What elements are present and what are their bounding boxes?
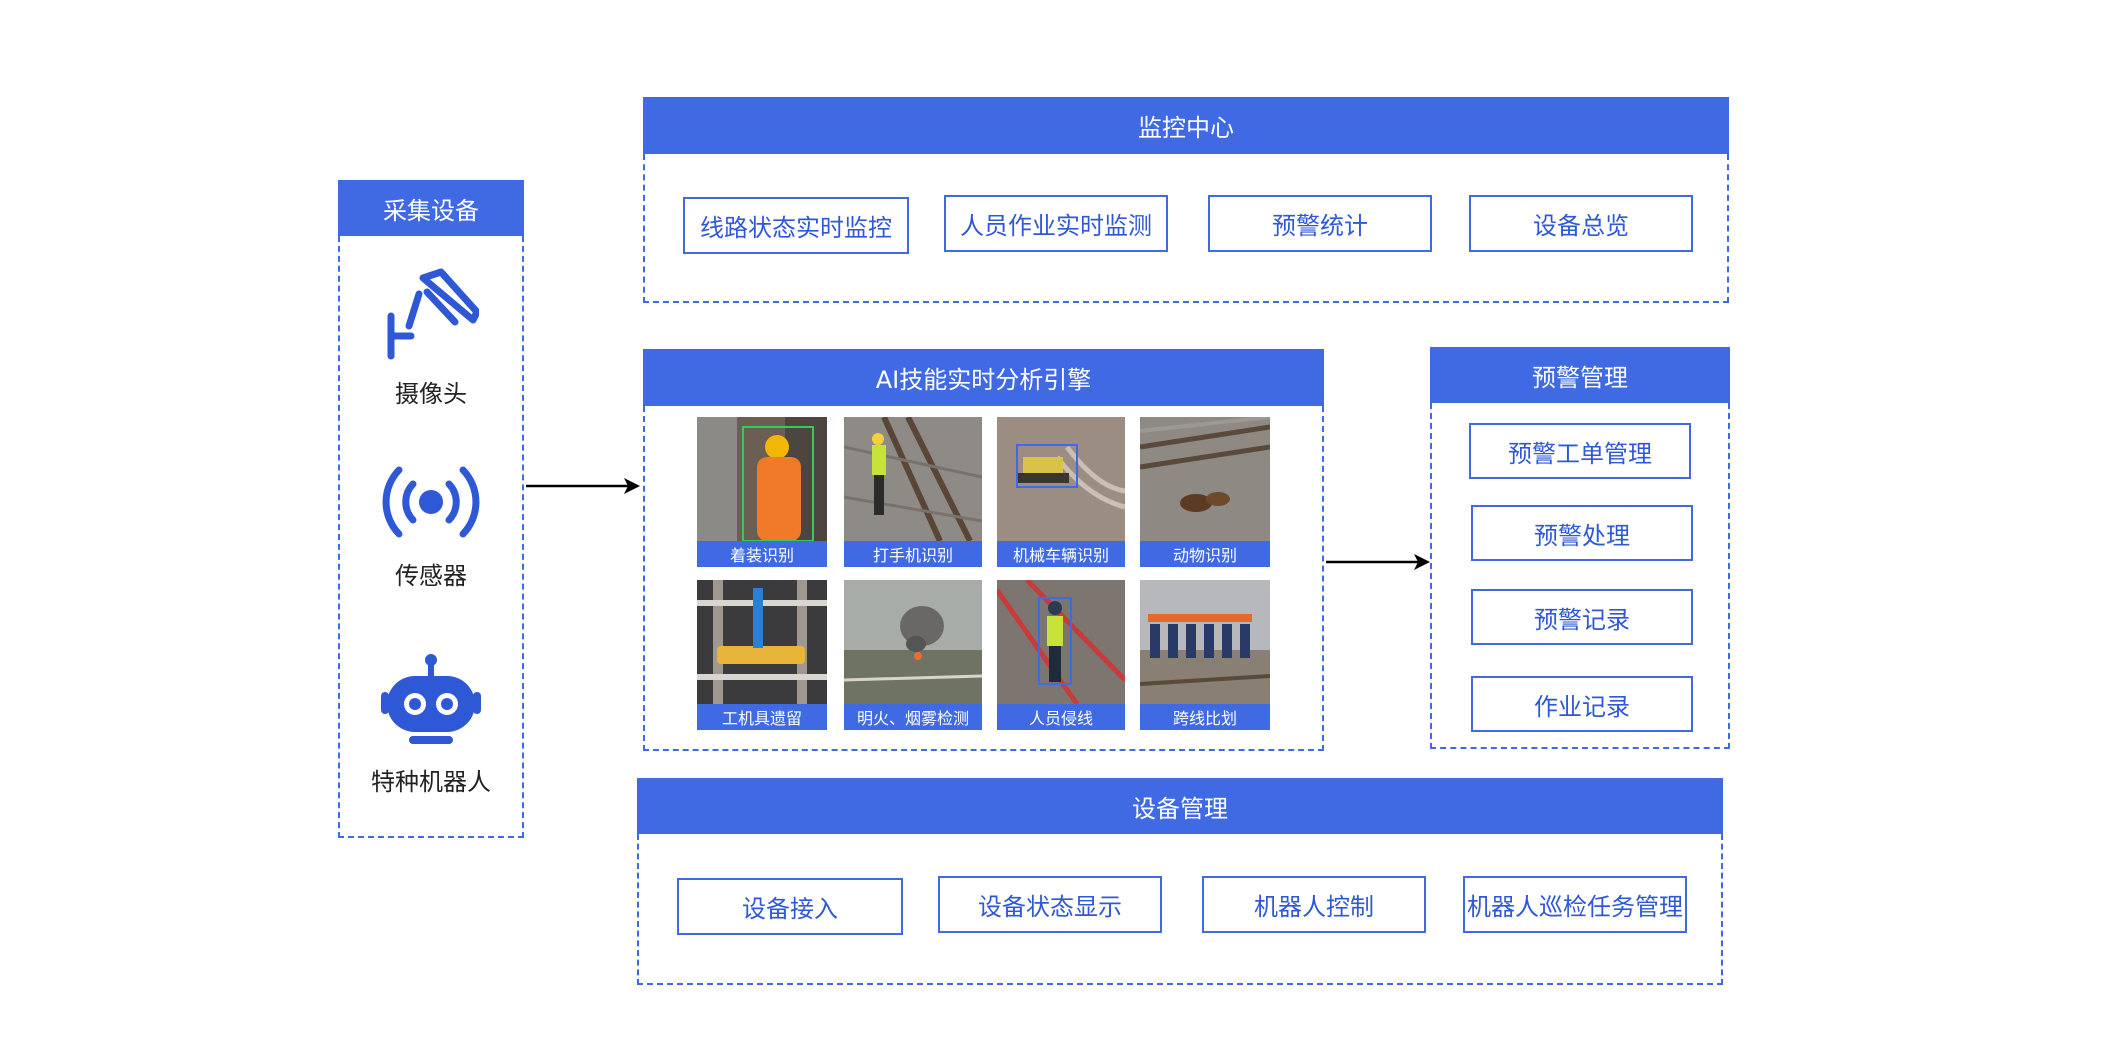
phone-photo bbox=[844, 417, 982, 541]
ai-title: AI技能实时分析引擎 bbox=[643, 349, 1324, 406]
device-sensor: 传感器 bbox=[340, 462, 522, 591]
tool-photo bbox=[697, 580, 827, 704]
device-camera: 摄像头 bbox=[340, 264, 522, 409]
robot-control-button[interactable]: 机器人控制 bbox=[1202, 876, 1426, 933]
ai-panel: AI技能实时分析引擎 着装识别 bbox=[643, 349, 1324, 751]
device-mgmt-body: 设备接入 设备状态显示 机器人控制 机器人巡检任务管理 bbox=[637, 834, 1723, 985]
skill-caption: 动物识别 bbox=[1140, 541, 1270, 567]
arrow-ai-to-alert bbox=[1326, 554, 1430, 570]
skill-caption: 明火、烟雾检测 bbox=[844, 704, 982, 730]
collect-panel: 采集设备 摄像头 传感器 bbox=[338, 180, 524, 838]
skill-tile-machinery[interactable]: 机械车辆识别 bbox=[997, 417, 1125, 567]
skill-tile-gesture[interactable]: 跨线比划 bbox=[1140, 580, 1270, 730]
monitor-panel: 监控中心 线路状态实时监控 人员作业实时监测 预警统计 设备总览 bbox=[643, 97, 1729, 303]
camera-icon bbox=[387, 268, 479, 360]
device-access-button[interactable]: 设备接入 bbox=[677, 878, 903, 935]
attire-photo bbox=[697, 417, 827, 541]
monitor-title: 监控中心 bbox=[643, 97, 1729, 154]
alert-record-button[interactable]: 预警记录 bbox=[1471, 589, 1693, 645]
monitor-body: 线路状态实时监控 人员作业实时监测 预警统计 设备总览 bbox=[643, 154, 1729, 303]
alert-panel: 预警管理 预警工单管理 预警处理 预警记录 作业记录 bbox=[1430, 347, 1730, 749]
skill-tile-fire-smoke[interactable]: 明火、烟雾检测 bbox=[844, 580, 982, 730]
skill-caption: 打手机识别 bbox=[844, 541, 982, 567]
gesture-photo bbox=[1140, 580, 1270, 704]
sensor-icon bbox=[382, 466, 480, 538]
robot-patrol-task-button[interactable]: 机器人巡检任务管理 bbox=[1463, 876, 1687, 933]
skill-tile-intrusion[interactable]: 人员侵线 bbox=[997, 580, 1125, 730]
device-mgmt-title: 设备管理 bbox=[637, 778, 1723, 834]
animal-photo bbox=[1140, 417, 1270, 541]
alert-handling-button[interactable]: 预警处理 bbox=[1471, 505, 1693, 561]
collect-title: 采集设备 bbox=[338, 180, 524, 236]
robot-icon bbox=[381, 654, 481, 744]
arrow-collect-to-ai bbox=[526, 478, 640, 494]
monitor-device-overview-button[interactable]: 设备总览 bbox=[1469, 195, 1693, 252]
skill-tile-phone[interactable]: 打手机识别 bbox=[844, 417, 982, 567]
device-robot: 特种机器人 bbox=[340, 652, 522, 797]
device-mgmt-panel: 设备管理 设备接入 设备状态显示 机器人控制 机器人巡检任务管理 bbox=[637, 778, 1723, 985]
skill-caption: 工机具遗留 bbox=[697, 704, 827, 730]
skill-tile-attire[interactable]: 着装识别 bbox=[697, 417, 827, 567]
alert-workorder-button[interactable]: 预警工单管理 bbox=[1469, 423, 1691, 479]
device-label: 摄像头 bbox=[395, 380, 467, 408]
fire-smoke-photo bbox=[844, 580, 982, 704]
skill-tile-tool-left[interactable]: 工机具遗留 bbox=[697, 580, 827, 730]
device-status-button[interactable]: 设备状态显示 bbox=[938, 876, 1162, 933]
skill-caption: 跨线比划 bbox=[1140, 704, 1270, 730]
device-label: 传感器 bbox=[395, 562, 467, 590]
work-record-button[interactable]: 作业记录 bbox=[1471, 676, 1693, 732]
intrusion-photo bbox=[997, 580, 1125, 704]
skill-tile-animal[interactable]: 动物识别 bbox=[1140, 417, 1270, 567]
monitor-personnel-button[interactable]: 人员作业实时监测 bbox=[944, 195, 1168, 252]
monitor-alert-stats-button[interactable]: 预警统计 bbox=[1208, 195, 1432, 252]
alert-title: 预警管理 bbox=[1430, 347, 1730, 403]
collect-body: 摄像头 传感器 bbox=[338, 236, 524, 838]
monitor-line-status-button[interactable]: 线路状态实时监控 bbox=[683, 197, 909, 254]
alert-body: 预警工单管理 预警处理 预警记录 作业记录 bbox=[1430, 403, 1730, 749]
skill-caption: 人员侵线 bbox=[997, 704, 1125, 730]
device-label: 特种机器人 bbox=[371, 768, 491, 796]
skill-caption: 着装识别 bbox=[697, 541, 827, 567]
skill-caption: 机械车辆识别 bbox=[997, 541, 1125, 567]
ai-body: 着装识别 打手机识别 机械车 bbox=[643, 406, 1324, 751]
machinery-photo bbox=[997, 417, 1125, 541]
